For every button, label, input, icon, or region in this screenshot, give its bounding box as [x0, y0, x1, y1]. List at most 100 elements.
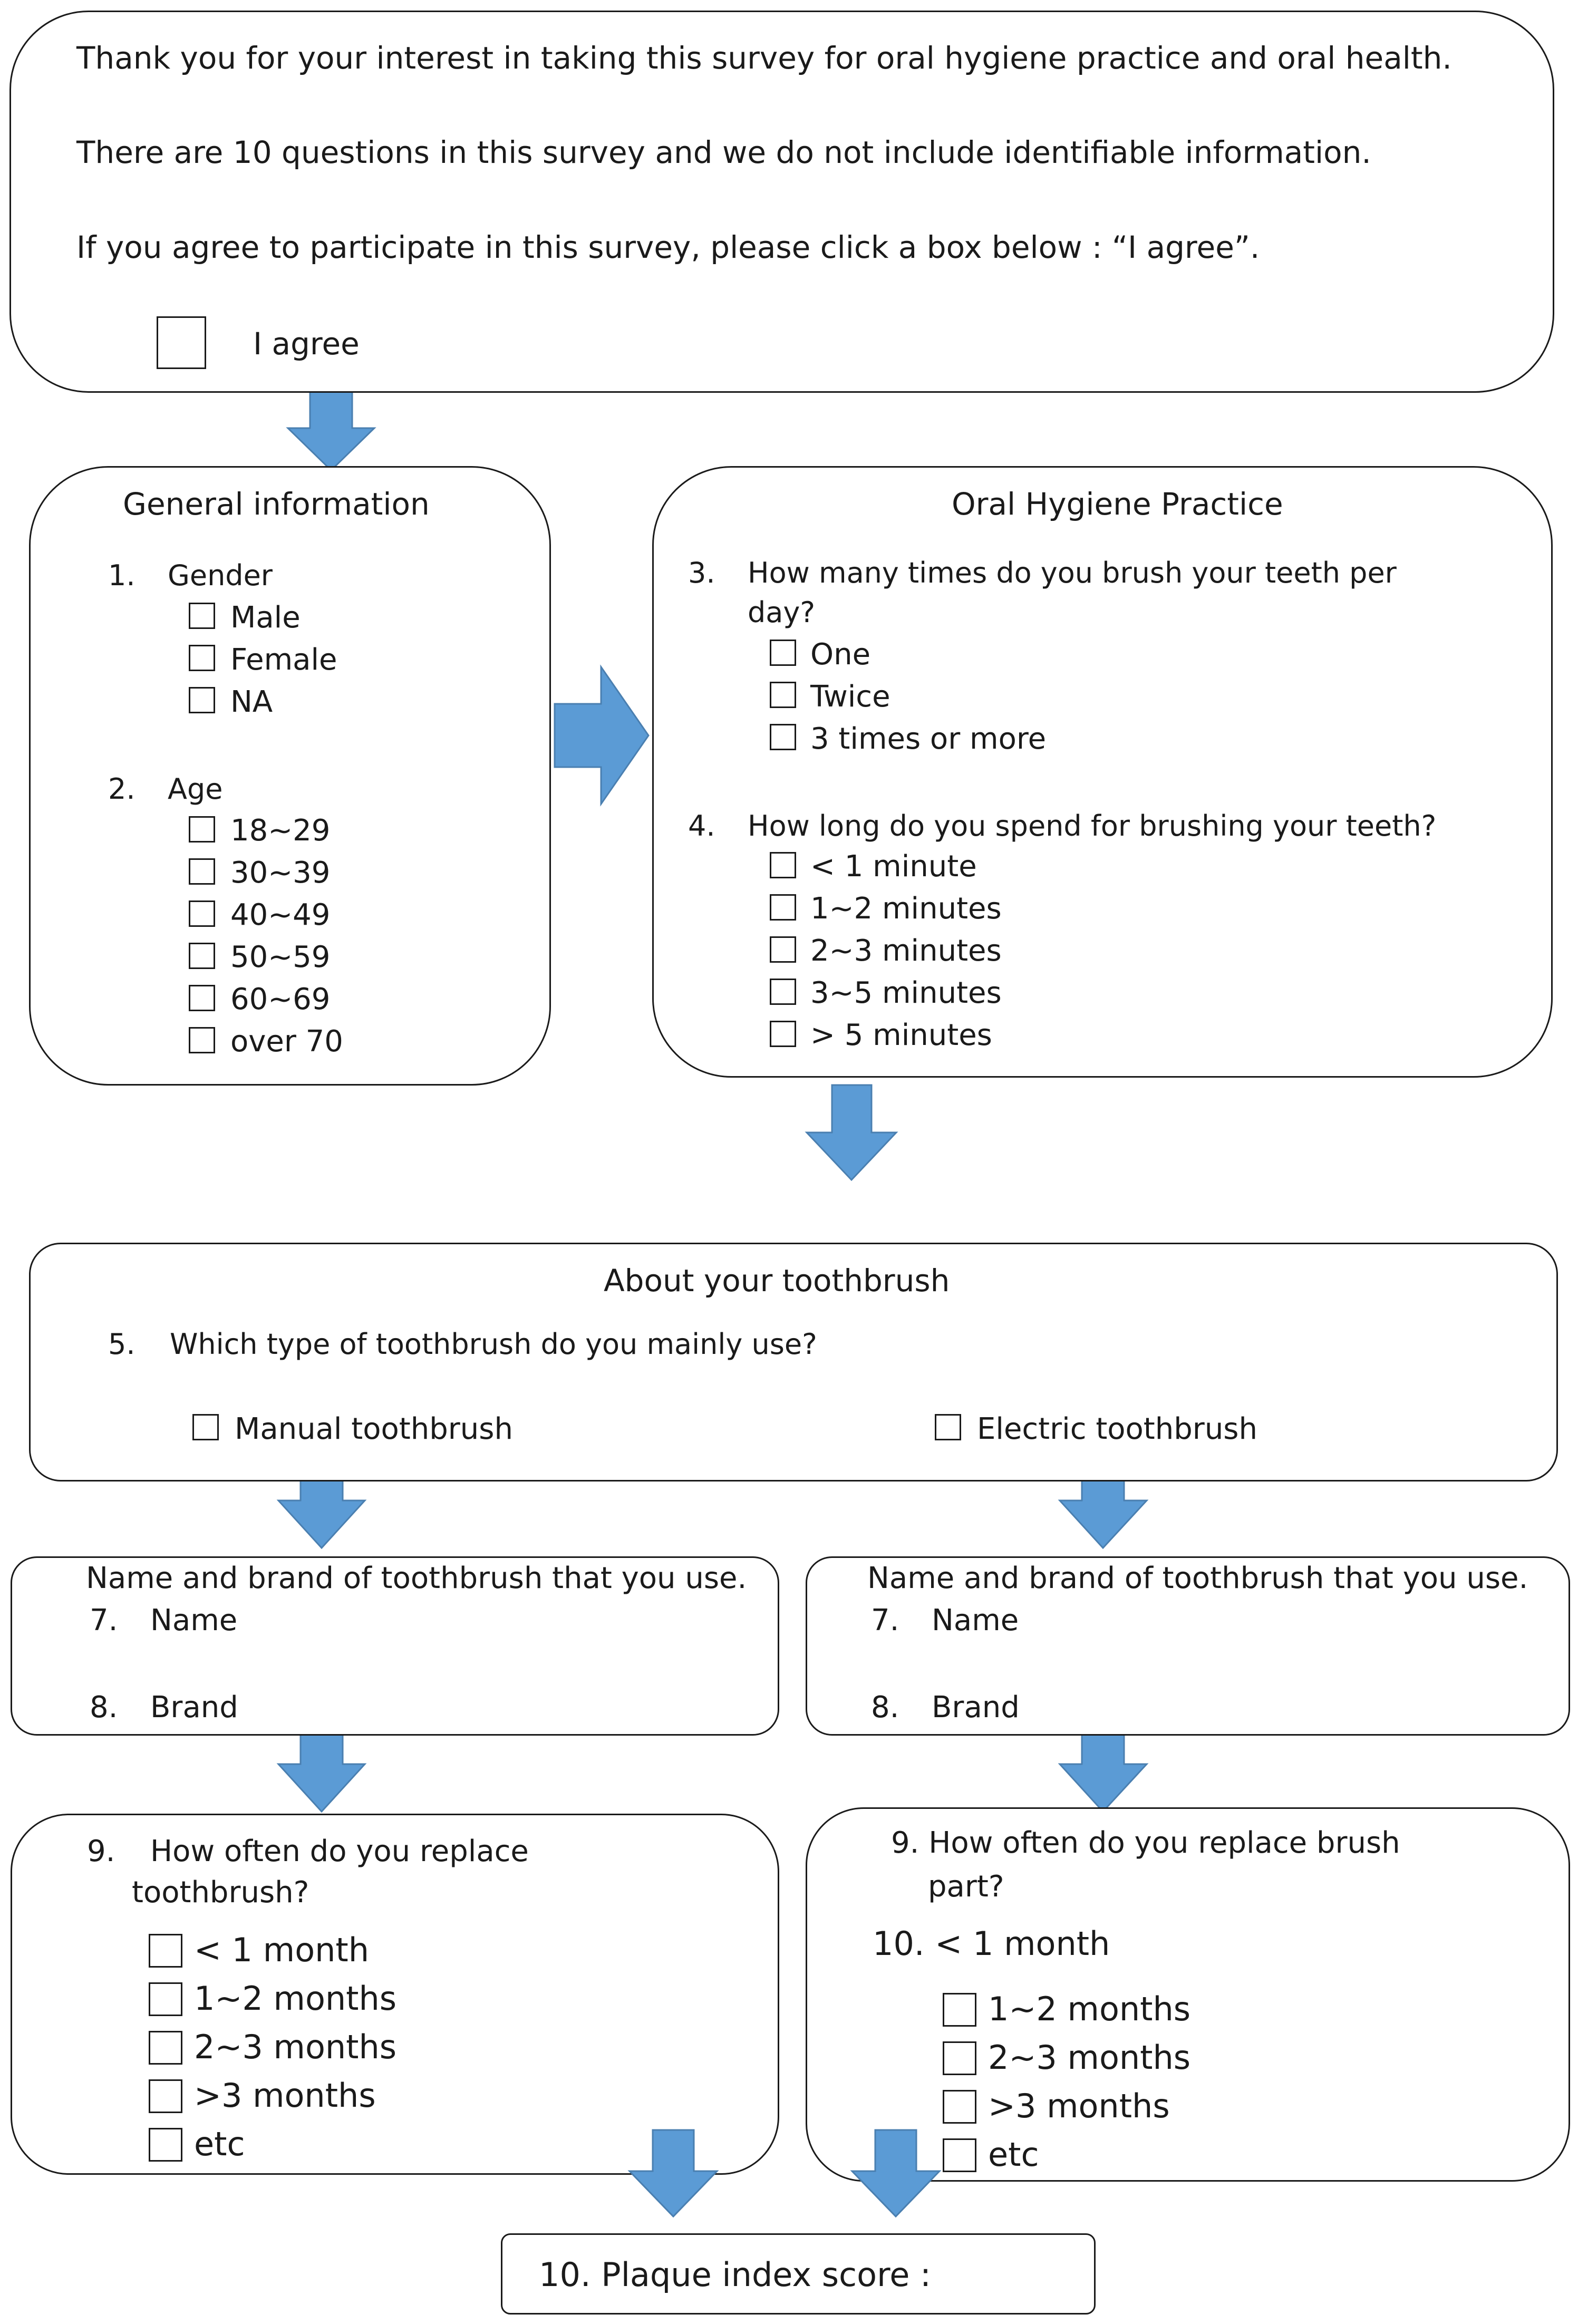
q3-label-line2: day? [748, 596, 815, 629]
duration-lt1-checkbox[interactable] [770, 852, 796, 878]
q1-label: Gender [168, 559, 273, 592]
q4-number: 4. [688, 809, 715, 843]
electric-replace-option: 1~2 months [988, 1990, 1191, 2028]
manual-toothbrush-checkbox[interactable] [192, 1414, 219, 1440]
duration-option: > 5 minutes [810, 1018, 992, 1052]
electric-replace-option: 2~3 months [988, 2038, 1191, 2077]
q2-number: 2. [108, 772, 135, 806]
brush-twice-checkbox[interactable] [770, 682, 796, 708]
manual-q7-number: 7. [90, 1603, 118, 1638]
arrow-consent-to-general [286, 380, 376, 472]
duration-gt5-checkbox[interactable] [770, 1021, 796, 1047]
electric-q7-label: Name [932, 1603, 1019, 1638]
consent-box [9, 11, 1554, 393]
manual-replace-lt1-checkbox[interactable] [149, 1934, 182, 1968]
electric-replace-2-3-checkbox[interactable] [943, 2041, 976, 2075]
brush-frequency-option: Twice [810, 680, 890, 714]
electric-replace-option: >3 months [988, 2087, 1170, 2125]
electric-replace-1-2-checkbox[interactable] [943, 1993, 976, 2027]
duration-option: < 1 minute [810, 849, 977, 884]
oral-hygiene-title: Oral Hygiene Practice [952, 486, 1283, 522]
brush-frequency-option: One [810, 637, 871, 672]
manual-replace-option: 1~2 months [194, 1979, 397, 2018]
electric-q9-label-line2: part? [928, 1870, 1004, 1904]
manual-replace-option: < 1 month [194, 1931, 370, 1969]
toothbrush-title: About your toothbrush [604, 1263, 950, 1299]
electric-replace-gt3-checkbox[interactable] [943, 2090, 976, 2124]
electric-q9-label-line1: 9. How often do you replace brush [891, 1826, 1400, 1860]
electric-replace-box [806, 1807, 1570, 2182]
duration-option: 3~5 minutes [810, 976, 1002, 1010]
q1-number: 1. [108, 559, 135, 592]
manual-q9-label-line1: How often do you replace [150, 1834, 529, 1868]
manual-replace-option: >3 months [194, 2076, 376, 2115]
manual-replace-option: etc [194, 2125, 245, 2163]
duration-3-5-checkbox[interactable] [770, 979, 796, 1005]
electric-q8-number: 8. [871, 1690, 899, 1725]
age-option-label: 50~59 [230, 940, 331, 974]
duration-option: 2~3 minutes [810, 934, 1002, 968]
q3-label-line1: How many times do you brush your teeth p… [748, 556, 1397, 589]
manual-replace-box [11, 1814, 779, 2175]
manual-info-box [11, 1556, 779, 1736]
age-over-70-checkbox[interactable] [189, 1027, 215, 1053]
brush-frequency-option: 3 times or more [810, 722, 1047, 756]
manual-q8-label: Brand [150, 1690, 238, 1725]
gender-option-label: Male [230, 601, 301, 635]
electric-info-box [806, 1556, 1570, 1736]
q4-label: How long do you spend for brushing your … [748, 809, 1437, 843]
manual-replace-etc-checkbox[interactable] [149, 2128, 182, 2162]
electric-replace-first-option: 10. < 1 month [873, 1924, 1110, 1963]
q5-label: Which type of toothbrush do you mainly u… [170, 1328, 817, 1361]
age-60-69-checkbox[interactable] [189, 985, 215, 1011]
manual-replace-option: 2~3 months [194, 2028, 397, 2066]
age-option-label: 40~49 [230, 898, 331, 932]
duration-2-3-checkbox[interactable] [770, 936, 796, 963]
duration-option: 1~2 minutes [810, 892, 1002, 926]
age-50-59-checkbox[interactable] [189, 943, 215, 969]
gender-option-label: NA [230, 685, 273, 719]
agree-label: I agree [253, 326, 360, 362]
arrow-electric-info-down [1058, 1722, 1149, 1813]
duration-1-2-checkbox[interactable] [770, 894, 796, 921]
plaque-index-label[interactable]: 10. Plaque index score : [539, 2255, 931, 2294]
age-option-label: 60~69 [230, 982, 331, 1016]
age-18-29-checkbox[interactable] [189, 816, 215, 843]
arrow-general-to-oral [554, 664, 650, 807]
consent-line-3: If you agree to participate in this surv… [76, 229, 1260, 265]
age-option-label: over 70 [230, 1024, 343, 1059]
consent-line-1: Thank you for your interest in taking th… [76, 40, 1452, 76]
gender-male-checkbox[interactable] [189, 603, 215, 629]
manual-q9-number: 9. [87, 1834, 115, 1868]
manual-replace-2-3-checkbox[interactable] [149, 2031, 182, 2065]
manual-q7-label: Name [150, 1603, 238, 1638]
gender-option-label: Female [230, 643, 337, 677]
general-info-title: General information [123, 486, 430, 522]
brush-once-checkbox[interactable] [770, 640, 796, 666]
age-30-39-checkbox[interactable] [189, 858, 215, 885]
manual-replace-gt3-checkbox[interactable] [149, 2079, 182, 2113]
agree-checkbox[interactable] [157, 316, 206, 369]
plaque-index-box [501, 2233, 1096, 2315]
manual-info-title: Name and brand of toothbrush that you us… [86, 1561, 747, 1595]
arrow-manual-info-down [276, 1722, 367, 1813]
manual-replace-1-2-checkbox[interactable] [149, 1982, 182, 2016]
toothbrush-box [29, 1243, 1558, 1481]
manual-q8-number: 8. [90, 1690, 118, 1725]
electric-replace-etc-checkbox[interactable] [943, 2138, 976, 2172]
manual-toothbrush-label: Manual toothbrush [235, 1412, 513, 1446]
brush-3-times-checkbox[interactable] [770, 724, 796, 750]
q2-label: Age [168, 772, 223, 806]
electric-q7-number: 7. [871, 1603, 899, 1638]
age-option-label: 30~39 [230, 856, 331, 890]
manual-q9-label-line2: toothbrush? [132, 1875, 309, 1910]
electric-q8-label: Brand [932, 1690, 1020, 1725]
arrow-oral-to-toothbrush [805, 1084, 898, 1182]
electric-toothbrush-checkbox[interactable] [935, 1414, 961, 1440]
consent-line-2: There are 10 questions in this survey an… [76, 134, 1371, 170]
general-info-box [29, 466, 551, 1086]
gender-female-checkbox[interactable] [189, 645, 215, 671]
age-40-49-checkbox[interactable] [189, 900, 215, 927]
electric-info-title: Name and brand of toothbrush that you us… [867, 1561, 1528, 1595]
gender-na-checkbox[interactable] [189, 687, 215, 713]
